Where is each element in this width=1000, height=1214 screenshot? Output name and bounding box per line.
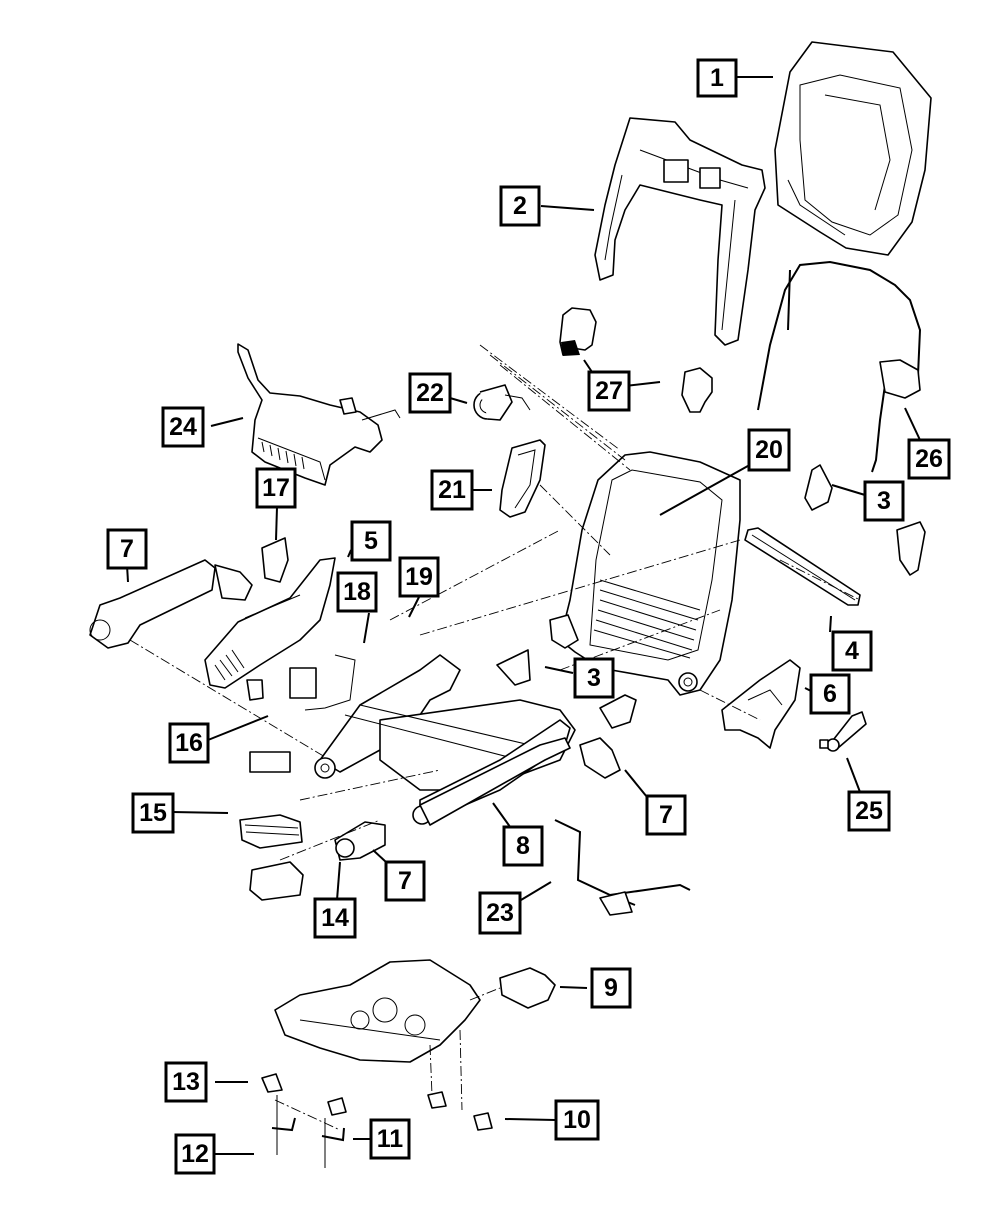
callout-label: 11 bbox=[377, 1125, 404, 1153]
callout-label: 10 bbox=[563, 1106, 591, 1134]
callout-label: 19 bbox=[405, 563, 433, 591]
headrest-guide bbox=[559, 307, 713, 413]
handle bbox=[819, 711, 867, 752]
callout-label: 22 bbox=[416, 379, 444, 407]
track-cover-left bbox=[89, 559, 253, 649]
callout-label: 7 bbox=[398, 867, 412, 895]
callout-20[interactable]: 20 bbox=[747, 428, 791, 472]
callout-label: 12 bbox=[181, 1140, 209, 1168]
callout-7-lower[interactable]: 7 bbox=[384, 860, 426, 902]
callout-8[interactable]: 8 bbox=[502, 825, 544, 867]
callout-label: 16 bbox=[175, 729, 203, 757]
callout-21[interactable]: 21 bbox=[430, 469, 474, 511]
callout-label: 27 bbox=[595, 377, 623, 405]
cross-member bbox=[744, 527, 861, 606]
seatback-rear-panel bbox=[774, 41, 932, 256]
callout-4[interactable]: 4 bbox=[831, 630, 873, 672]
callout-9[interactable]: 9 bbox=[590, 967, 632, 1009]
callout-label: 21 bbox=[438, 476, 466, 504]
callout-5[interactable]: 5 bbox=[350, 520, 392, 562]
callout-17[interactable]: 17 bbox=[255, 467, 297, 509]
track-cover-right bbox=[579, 694, 637, 779]
callout-label: 15 bbox=[139, 799, 167, 827]
callout-15[interactable]: 15 bbox=[131, 792, 175, 834]
recliner-shield bbox=[496, 649, 531, 686]
recliner-cover bbox=[721, 659, 801, 749]
callout-label: 4 bbox=[845, 637, 859, 665]
callout-1[interactable]: 1 bbox=[696, 58, 738, 98]
callout-25[interactable]: 25 bbox=[847, 790, 891, 832]
callout-7-right[interactable]: 7 bbox=[645, 794, 687, 836]
lumbar-module bbox=[499, 967, 556, 1009]
callout-label: 2 bbox=[513, 192, 527, 220]
shield-insert bbox=[261, 537, 289, 583]
seatback-frame bbox=[549, 451, 741, 696]
callout-22[interactable]: 22 bbox=[408, 372, 452, 414]
rear-track-cover bbox=[334, 821, 386, 861]
control-module bbox=[239, 751, 304, 901]
callout-label: 23 bbox=[486, 899, 514, 927]
callout-label: 8 bbox=[516, 832, 530, 860]
callout-label: 17 bbox=[262, 474, 290, 502]
callout-label: 3 bbox=[587, 664, 601, 692]
callout-label: 14 bbox=[321, 904, 349, 932]
callout-label: 25 bbox=[855, 797, 883, 825]
callout-label: 13 bbox=[172, 1068, 200, 1096]
callout-label: 20 bbox=[755, 436, 783, 464]
bracket bbox=[804, 464, 926, 576]
callout-3-upper[interactable]: 3 bbox=[863, 480, 905, 522]
callout-label: 26 bbox=[915, 445, 943, 473]
callout-label: 24 bbox=[169, 413, 197, 441]
callout-10[interactable]: 10 bbox=[554, 1099, 600, 1141]
seat-pan bbox=[274, 959, 481, 1063]
callout-27[interactable]: 27 bbox=[587, 370, 631, 412]
callout-14[interactable]: 14 bbox=[313, 897, 357, 939]
seat-track bbox=[419, 737, 571, 826]
callout-label: 7 bbox=[659, 801, 673, 829]
callout-label: 5 bbox=[364, 527, 378, 555]
callout-26[interactable]: 26 bbox=[907, 438, 951, 480]
callout-19[interactable]: 19 bbox=[398, 556, 440, 598]
callout-13[interactable]: 13 bbox=[164, 1061, 208, 1103]
callout-3-center[interactable]: 3 bbox=[573, 657, 615, 699]
assembly-lines bbox=[129, 344, 861, 1131]
wiring-bracket bbox=[289, 654, 356, 711]
callout-label: 9 bbox=[604, 974, 618, 1002]
callout-18[interactable]: 18 bbox=[336, 571, 378, 613]
side-airbag bbox=[499, 439, 546, 518]
callout-24[interactable]: 24 bbox=[161, 406, 205, 448]
callout-2[interactable]: 2 bbox=[499, 185, 541, 227]
support-bracket bbox=[554, 819, 691, 916]
seat-pan-clips bbox=[261, 1073, 493, 1168]
side-shield bbox=[204, 557, 336, 689]
speaker bbox=[473, 384, 531, 421]
callout-12[interactable]: 12 bbox=[174, 1133, 216, 1175]
seatback-harness bbox=[757, 260, 922, 473]
callout-label: 3 bbox=[877, 487, 891, 515]
seatback-frame-trim bbox=[594, 117, 766, 346]
callout-label: 18 bbox=[343, 578, 371, 606]
callout-7-left[interactable]: 7 bbox=[106, 528, 148, 570]
leader-lines bbox=[126, 76, 921, 1155]
callout-11[interactable]: 11 bbox=[369, 1118, 411, 1160]
callout-label: 6 bbox=[823, 680, 837, 708]
callout-23[interactable]: 23 bbox=[478, 891, 522, 935]
callout-label: 1 bbox=[710, 64, 724, 92]
callout-16[interactable]: 16 bbox=[168, 722, 210, 764]
callout-6[interactable]: 6 bbox=[809, 673, 851, 715]
seat-switch bbox=[246, 679, 264, 701]
module-bracket bbox=[237, 343, 401, 486]
callout-label: 7 bbox=[120, 535, 134, 563]
